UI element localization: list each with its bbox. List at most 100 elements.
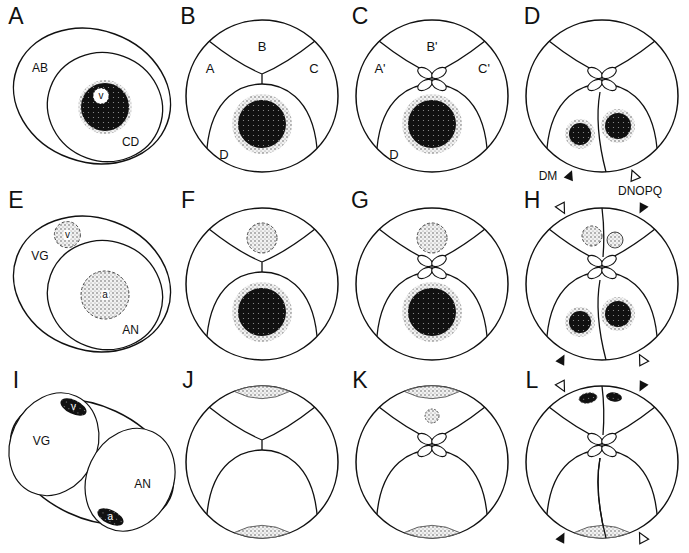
- arrowhead: [640, 202, 649, 213]
- cell-outline: [574, 525, 630, 538]
- cell-outline: [69, 414, 192, 546]
- arrowhead: [555, 533, 564, 544]
- arrowhead: [631, 170, 640, 181]
- nucleus-label: v: [64, 230, 71, 240]
- cell-label: D: [389, 148, 398, 161]
- embryo-panel: [186, 208, 338, 360]
- panel-letter: D: [524, 5, 541, 28]
- embryo-panel: [0, 195, 190, 374]
- cell-outline: [232, 94, 292, 154]
- cell-outline: [582, 226, 602, 246]
- embryo-panel: [186, 386, 338, 538]
- cell-outline: [0, 195, 190, 374]
- arrowhead: [564, 170, 573, 181]
- cell-outline: [602, 208, 604, 257]
- cell-outline: [601, 297, 635, 331]
- cell-label: AB: [32, 62, 48, 74]
- cell-outline: [186, 20, 338, 172]
- embryo-panel: [526, 380, 678, 544]
- cell-outline: [402, 282, 462, 342]
- cell-outline: [232, 282, 292, 342]
- cell-outline: [0, 375, 194, 549]
- cell-label: A': [374, 62, 385, 75]
- panel-letter: G: [351, 189, 369, 212]
- cell-outline: [186, 208, 338, 360]
- cell-outline: [234, 525, 290, 538]
- arrowhead: [555, 355, 564, 366]
- cell-outline: [404, 525, 460, 538]
- panel-letter: I: [13, 369, 19, 392]
- arrowhead: [555, 202, 564, 213]
- nucleus: [58, 395, 89, 420]
- embryo-panel: [356, 20, 508, 172]
- panel-letter: L: [526, 369, 539, 392]
- cell-label: DNOPQ: [618, 185, 662, 197]
- cell-label: AN: [134, 478, 151, 490]
- cell-label: D: [219, 148, 228, 161]
- arrowhead: [555, 380, 564, 391]
- cell-outline: [0, 375, 194, 549]
- embryo-panel: [0, 375, 194, 549]
- cell-outline: [565, 119, 595, 149]
- cell-outline: [607, 232, 623, 248]
- cell-label: C: [309, 62, 318, 75]
- cell-outline: [356, 20, 508, 172]
- cell-outline: [186, 386, 338, 538]
- cell-label: DM: [539, 170, 558, 182]
- cell-outline: [526, 20, 678, 172]
- cell-outline: [356, 208, 508, 360]
- cell-outline: [605, 391, 622, 403]
- cell-outline: [605, 113, 631, 139]
- cell-outline: [526, 386, 678, 538]
- panel-letter: H: [524, 189, 541, 212]
- cell-outline: [0, 7, 190, 186]
- cell-label: CD: [122, 136, 139, 148]
- cell-label: A: [206, 62, 215, 75]
- cell-outline: [569, 123, 591, 145]
- embryo-panel: [356, 208, 508, 360]
- embryo-panel: [356, 386, 508, 538]
- embryo-panel: [186, 20, 338, 172]
- nucleus-label: a: [108, 512, 114, 522]
- embryo-panel: [526, 202, 678, 366]
- cell-outline: [417, 223, 447, 253]
- cell-outline: [234, 386, 290, 399]
- cell-outline: [602, 386, 604, 435]
- cell-label: VG: [31, 250, 48, 262]
- cell-outline: [569, 311, 591, 333]
- cell-outline: [601, 109, 635, 143]
- nucleus: [81, 83, 129, 131]
- nucleus-label: v: [99, 91, 104, 101]
- cell-outline: [578, 392, 597, 405]
- cell-outline: [81, 271, 129, 319]
- panel-letter: C: [352, 5, 369, 28]
- cell-label: B: [258, 40, 267, 53]
- cell-outline: [425, 409, 439, 423]
- nucleus: [95, 505, 126, 530]
- cell-outline: [78, 80, 132, 134]
- cell-outline: [404, 386, 460, 399]
- cell-outline: [598, 458, 606, 538]
- cell-outline: [605, 301, 631, 327]
- cell-outline: [54, 222, 80, 248]
- embryo-panel: [0, 7, 190, 186]
- arrowhead: [640, 355, 649, 366]
- cell-outline: [93, 88, 109, 104]
- nucleus-label: a: [101, 290, 109, 300]
- arrowhead: [640, 533, 649, 544]
- panel-letter: F: [181, 189, 195, 212]
- arrowhead: [640, 380, 649, 391]
- cell-label: AN: [122, 324, 139, 336]
- cell-outline: [247, 223, 277, 253]
- panel-letter: E: [8, 189, 23, 212]
- cell-label: VG: [33, 435, 50, 447]
- cell-outline: [402, 94, 462, 154]
- embryo-panel: [526, 20, 678, 181]
- panel-letter: J: [182, 369, 194, 392]
- cell-outline: [565, 307, 595, 337]
- cell-outline: [356, 386, 508, 538]
- cell-label: B': [426, 40, 437, 53]
- nucleus-label: v: [71, 402, 76, 412]
